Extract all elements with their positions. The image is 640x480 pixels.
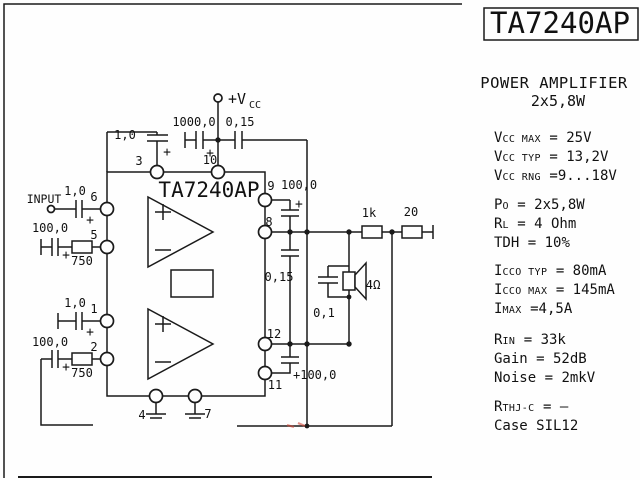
cap-in2-plus: + [86,325,94,340]
res-1k-label: 1k [362,206,377,220]
spec-line: PO = 2x5,8W [494,197,585,213]
pin9-label: 9 [267,179,274,193]
cap-fb2-plus: + [62,360,70,375]
title-block: TA7240AP [483,6,639,41]
spec-line: Case SIL12 [494,418,578,434]
cap-fb1-plus: + [62,248,70,263]
cap-pin3-label: 1,0 [114,128,136,142]
speaker-cone-icon [354,261,367,301]
resistor-20 [401,225,423,239]
pin2-label: 2 [90,340,97,354]
spec-line: RIN = 33k [494,332,566,348]
cap-1000u-label: 1000,0 [172,115,215,129]
res-20-label: 20 [404,205,418,219]
pin-5 [99,239,115,255]
spec-line: RTHJ-C = – [494,399,569,415]
pin3-label: 3 [135,154,142,168]
pin12-label: 12 [267,327,281,341]
pin7-label: 7 [204,407,211,421]
speaker-impedance-label: 4Ω [365,277,381,292]
pin-11 [257,365,273,381]
spec-line: ICCO TYP = 80mA [494,263,607,279]
cap-in1-label: 1,0 [64,184,86,198]
cap-fb2-label: 100,0 [32,335,68,349]
spec-line: VCC MAX = 25V [494,130,592,146]
res-fb1-label: 750 [71,254,93,268]
resistor-750-1 [71,240,93,254]
header-block: POWER AMPLIFIER 2x5,8W [480,74,628,110]
res-fb2-label: 750 [71,366,93,380]
spec-list: VCC MAX = 25V VCC TYP = 13,2V VCC RNG =9..… [494,130,617,434]
junction-dots [215,137,395,429]
pin-12 [257,336,273,352]
ic-ta7240ap: TA7240AP [106,171,266,397]
cap-pin9-plus: + [295,197,303,212]
resistor-750-2 [71,352,93,366]
opamp-polarity-marks [155,204,171,363]
input-label: INPUT [27,192,62,206]
cap-in2-label: 1,0 [64,296,86,310]
speaker-body [342,271,356,291]
spec-line: ICCO MAX = 145mA [494,282,615,298]
vcc-label: +V [228,90,246,108]
red-watermark-mark [286,421,306,429]
pin11-label: 11 [268,378,282,392]
pin5-label: 5 [90,228,97,242]
cap-015-out-label: 0,15 [265,270,294,284]
resistor-1k [361,225,383,239]
title-box-border [483,7,639,41]
pin-10 [210,164,226,180]
spec-line: Noise = 2mkV [494,370,596,386]
pin-9 [257,192,273,208]
pin-2 [99,351,115,367]
pin10-label: 10 [203,153,217,167]
input-terminal [46,204,56,214]
ic-label: TA7240AP [158,178,259,202]
cap-pin11-label: +100,0 [293,368,336,382]
pin4-label: 4 [138,408,145,422]
pin-7 [187,388,203,404]
resistors [71,225,423,366]
pin1-label: 1 [90,302,97,316]
schematic-frame [3,3,462,478]
spec-line: VCC TYP = 13,2V [494,149,609,165]
pin8-label: 8 [265,215,272,229]
vcc-sub-label: CC [249,100,261,111]
cap-1000u-plus: + [206,146,214,161]
cap-01-label: 0,1 [313,306,335,320]
pin-3 [149,164,165,180]
cap-fb1-label: 100,0 [32,221,68,235]
terminals [46,93,223,214]
cap-pin9-label: 100,0 [281,178,317,192]
spec-line: RL = 4 Ohm [494,216,576,232]
cap-pin3-plus: + [163,145,171,160]
pin-8 [257,224,273,240]
pin6-label: 6 [90,190,97,204]
internal-block [170,269,214,298]
cap-015-top-label: 0,15 [226,115,255,129]
cap-in1-plus: + [86,213,94,228]
spec-line: TDH = 10% [494,235,570,251]
spec-line: Gain = 52dB [494,351,587,367]
spec-line: IMAX =4,5A [494,301,573,317]
spec-line: VCC RNG =9...18V [494,168,617,184]
ic-pins [99,164,273,404]
speaker [342,261,367,301]
pin-1 [99,313,115,329]
vcc-terminal [213,93,223,103]
pin-4 [148,388,164,404]
pin-6 [99,201,115,217]
header-line2: 2x5,8W [531,92,586,110]
header-line1: POWER AMPLIFIER [480,74,628,92]
title-text: TA7240AP [490,6,630,40]
